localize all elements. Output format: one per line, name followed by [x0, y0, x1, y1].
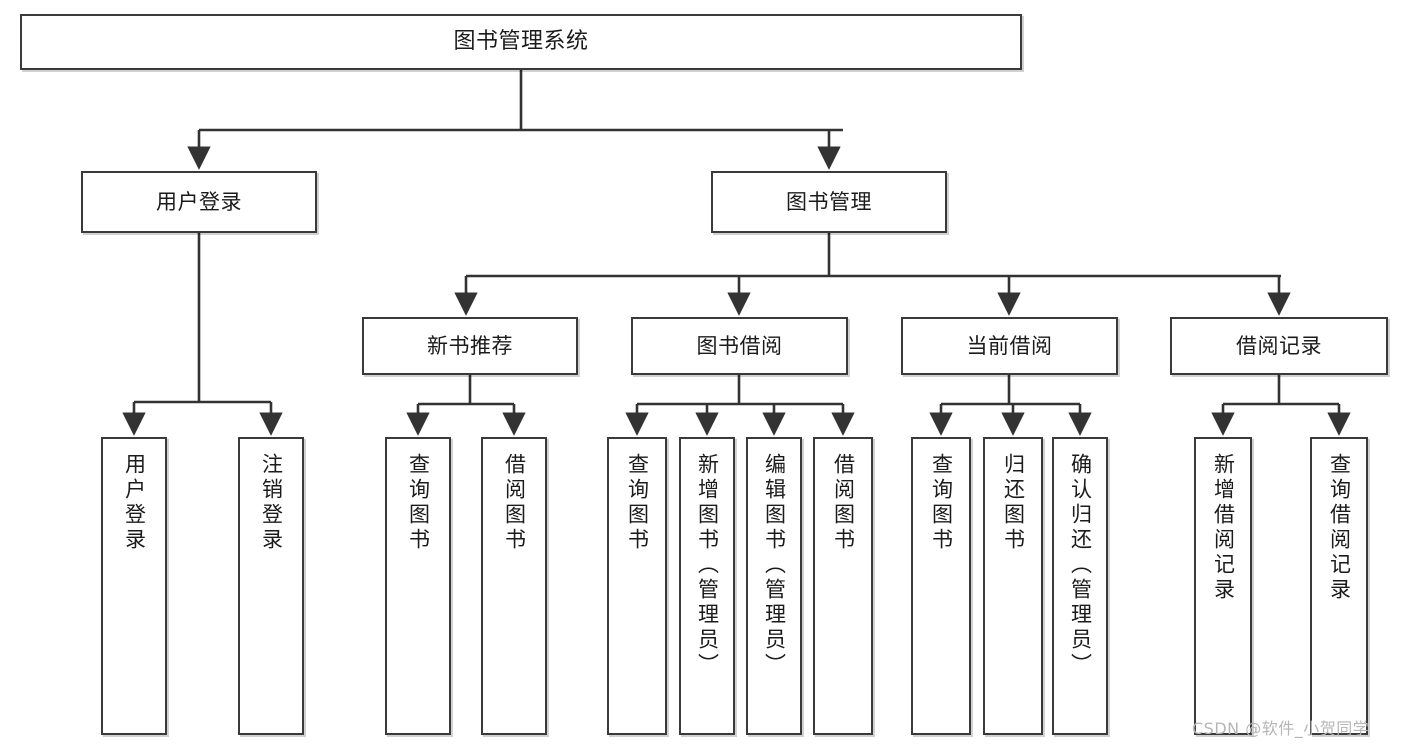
node-leaf-user-login[interactable]: 用户登录 [101, 437, 167, 735]
node-leaf-add-record-label: 新增借阅记录 [1211, 453, 1236, 603]
node-leaf-edit-book[interactable]: 编辑图书（管理员） [746, 437, 802, 735]
node-book-borrow-label: 图书借阅 [696, 333, 783, 358]
node-leaf-borrow-book-2-label: 借阅图书 [831, 453, 856, 553]
node-leaf-confirm-return-label: 确认归还（管理员） [1068, 453, 1093, 678]
node-leaf-query-book-1-label: 查询图书 [406, 453, 431, 553]
watermark: CSDN @软件_小贺同学 [1192, 719, 1370, 738]
node-leaf-query-book-2-label: 查询图书 [625, 453, 650, 553]
node-leaf-logout[interactable]: 注销登录 [238, 437, 304, 735]
node-new-book-recommend[interactable]: 新书推荐 [362, 317, 578, 375]
node-root[interactable]: 图书管理系统 [20, 14, 1022, 70]
node-leaf-borrow-book-2[interactable]: 借阅图书 [813, 437, 873, 735]
node-leaf-return-book-label: 归还图书 [1001, 453, 1026, 553]
node-leaf-borrow-book-1[interactable]: 借阅图书 [481, 437, 547, 735]
node-book-management[interactable]: 图书管理 [711, 171, 947, 233]
node-book-borrow[interactable]: 图书借阅 [631, 317, 848, 375]
node-current-borrow[interactable]: 当前借阅 [901, 317, 1118, 375]
node-leaf-add-record[interactable]: 新增借阅记录 [1194, 437, 1252, 735]
connectors-new-book [406, 375, 526, 436]
node-leaf-borrow-book-1-label: 借阅图书 [502, 453, 527, 553]
node-leaf-query-book-3[interactable]: 查询图书 [911, 437, 971, 735]
connectors-borrow-records [1211, 375, 1351, 436]
node-leaf-add-book[interactable]: 新增图书（管理员） [679, 437, 735, 735]
node-leaf-return-book[interactable]: 归还图书 [983, 437, 1043, 735]
connectors-user-login [122, 233, 283, 436]
node-user-login[interactable]: 用户登录 [81, 171, 317, 233]
node-leaf-query-record[interactable]: 查询借阅记录 [1310, 437, 1368, 735]
connectors-book-management [454, 233, 1291, 316]
node-root-label: 图书管理系统 [453, 29, 589, 55]
node-leaf-query-record-label: 查询借阅记录 [1327, 453, 1352, 603]
node-leaf-query-book-3-label: 查询图书 [929, 453, 954, 553]
connectors-book-borrow [625, 375, 855, 436]
connectors-current-borrow [929, 375, 1092, 436]
node-user-login-label: 用户登录 [156, 189, 242, 214]
node-leaf-add-book-label: 新增图书（管理员） [695, 453, 720, 678]
node-leaf-user-login-label: 用户登录 [122, 453, 147, 553]
node-borrow-records-label: 借阅记录 [1236, 333, 1322, 358]
node-leaf-query-book-2[interactable]: 查询图书 [607, 437, 667, 735]
node-leaf-query-book-1[interactable]: 查询图书 [385, 437, 451, 735]
node-leaf-edit-book-label: 编辑图书（管理员） [762, 453, 787, 678]
node-leaf-logout-label: 注销登录 [259, 453, 284, 553]
node-book-management-label: 图书管理 [786, 189, 872, 214]
node-current-borrow-label: 当前借阅 [966, 333, 1053, 358]
node-new-book-recommend-label: 新书推荐 [427, 333, 513, 358]
connectors-root [187, 70, 843, 170]
node-borrow-records[interactable]: 借阅记录 [1170, 317, 1388, 375]
node-leaf-confirm-return[interactable]: 确认归还（管理员） [1052, 437, 1108, 735]
